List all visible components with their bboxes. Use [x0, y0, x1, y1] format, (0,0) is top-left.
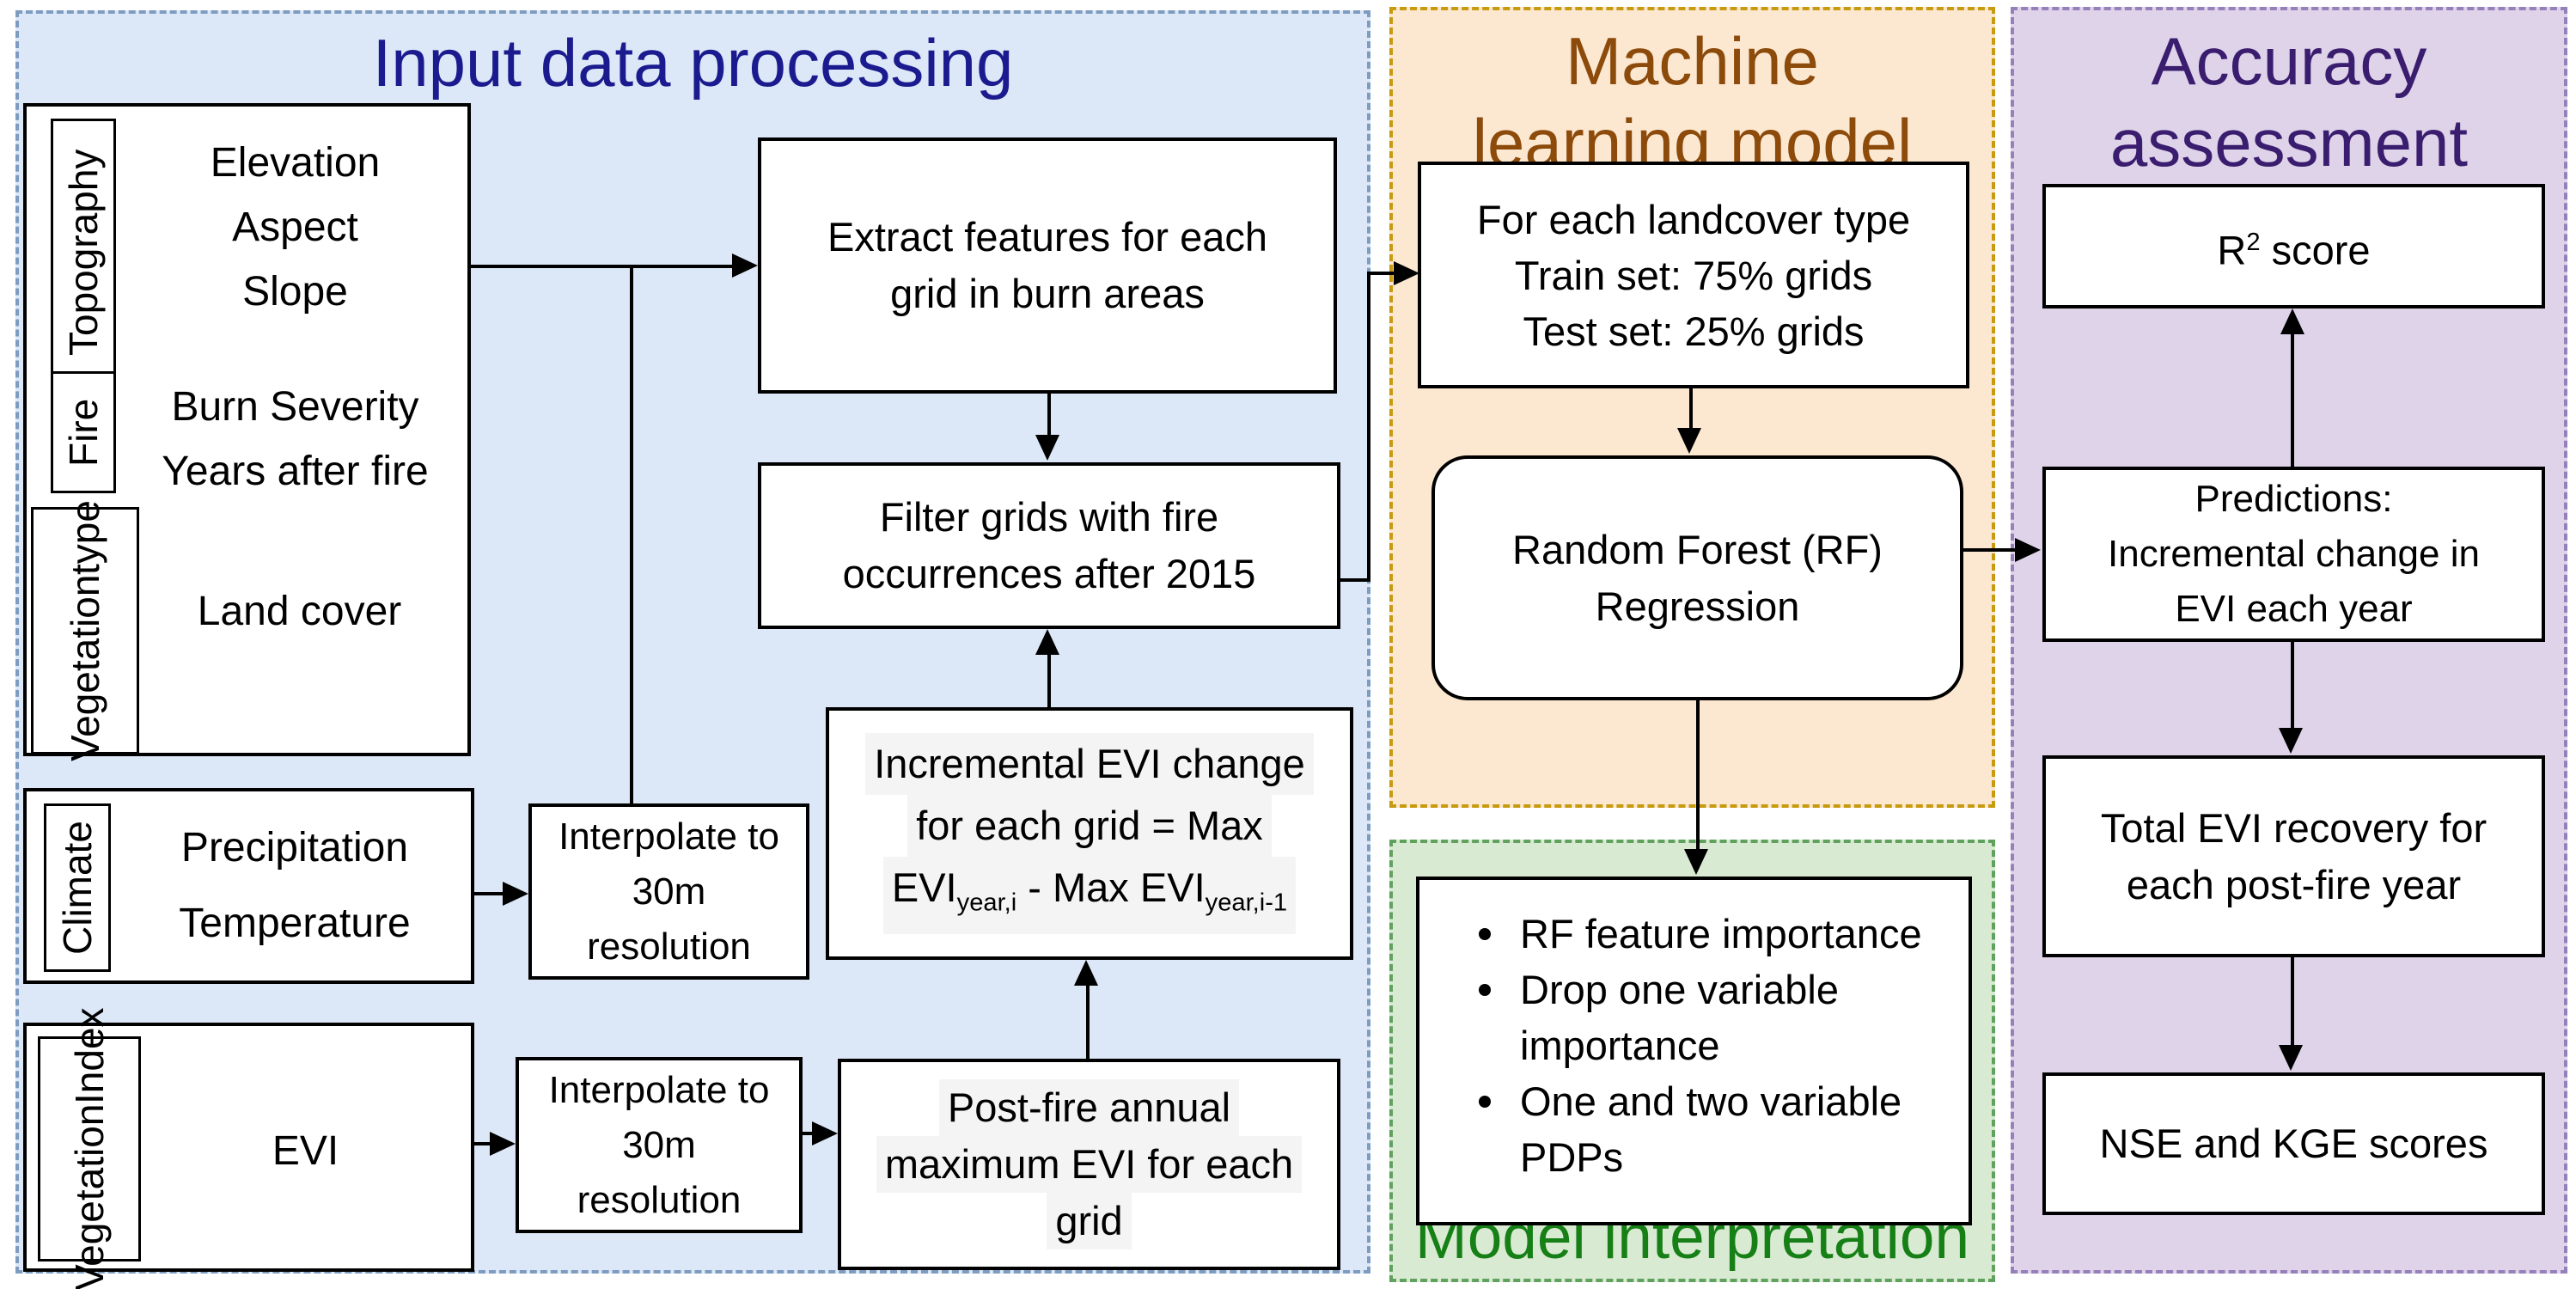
arrow-interpolate-to-postfire-line [799, 1132, 814, 1135]
interpretation-methods-box: RF feature importance Drop one variable … [1416, 877, 1972, 1225]
item-burn-severity: Burn Severity [171, 384, 419, 430]
total-evi-recovery-box: Total EVI recovery for each post-fire ye… [2042, 755, 2545, 957]
section-title-machine-learning-model: Machine learning model [1393, 21, 1992, 184]
connector-interpolate-climate-junction [630, 265, 633, 805]
climate-label: Climate [44, 803, 111, 972]
fire-label: Fire [51, 371, 116, 493]
topography-items: Elevation Aspect Slope [130, 131, 461, 324]
connector-filter-to-ml-h1 [1340, 578, 1370, 582]
landcover-train-test-box: For each landcover type Train set: 75% g… [1418, 162, 1969, 388]
fire-items: Burn Severity Years after fire [130, 375, 461, 504]
arrow-postfire-to-incremental-line [1086, 984, 1090, 1059]
climate-items: Precipitation Temperature [125, 810, 464, 962]
arrow-postfire-to-incremental-head [1074, 960, 1098, 986]
arrow-evi-to-interpolate-head [490, 1132, 516, 1156]
acc-title-line2: assessment [2109, 105, 2469, 181]
arrow-evi-to-interpolate-line [471, 1142, 491, 1145]
item-elevation: Elevation [210, 140, 381, 186]
ml-title-line1: Machine [1566, 23, 1819, 99]
section-title-accuracy-assessment: Accuracy assessment [2014, 21, 2564, 184]
arrow-predictions-to-recovery-head [2279, 728, 2303, 754]
bullet-drop-one-variable: Drop one variable importance [1467, 962, 1934, 1073]
bullet-rf-feature-importance: RF feature importance [1467, 906, 1922, 962]
incremental-evi-change-box: Incremental EVI change for each grid = M… [826, 707, 1353, 960]
extract-features-box: Extract features for each grid in burn a… [758, 137, 1337, 394]
interpolate-evi-box: Interpolate to 30m resolution [516, 1057, 803, 1233]
arrow-rf-to-interpretation-head [1684, 849, 1708, 875]
arrow-climate-to-interpolate-head [503, 882, 528, 906]
predictions-box: Predictions: Incremental change in EVI e… [2042, 467, 2545, 642]
connector-filter-to-ml-vertical [1367, 272, 1370, 582]
item-slope: Slope [242, 269, 348, 315]
arrow-rf-to-interpretation-line [1696, 700, 1700, 851]
item-aspect: Aspect [232, 205, 358, 250]
incremental-formula-line: EVIyear,i - Max EVIyear,i-1 [882, 857, 1297, 934]
section-title-input-data-processing: Input data processing [372, 25, 1014, 101]
arrow-filter-to-landcover-head [1394, 261, 1419, 285]
arrow-climate-to-interpolate-line [471, 892, 504, 895]
arrow-predictions-to-r2-head [2280, 309, 2304, 334]
nse-kge-box: NSE and KGE scores [2042, 1072, 2545, 1215]
arrow-extract-to-filter-head [1035, 435, 1059, 461]
connector-filter-to-ml-h2 [1367, 272, 1395, 275]
item-precipitation: Precipitation [180, 825, 409, 871]
input-sources-box: Topography Fire Vegetation type Elevatio… [23, 103, 471, 761]
vegetation-index-items: EVI [147, 1119, 464, 1183]
r2-score-text: R2 score [2217, 227, 2371, 273]
random-forest-box: Random Forest (RF) Regression [1431, 455, 1963, 700]
arrow-predictions-to-r2-line [2291, 333, 2294, 467]
item-temperature: Temperature [179, 901, 411, 946]
vegetation-type-label: Vegetation type [31, 500, 139, 761]
arrow-recovery-to-nse-head [2279, 1045, 2303, 1071]
arrow-incremental-to-filter-line [1047, 653, 1051, 707]
item-years-after-fire: Years after fire [162, 449, 429, 494]
vegetation-type-items: Land cover [138, 579, 461, 644]
arrow-sources-to-extract-line [471, 265, 734, 268]
arrow-landcover-to-rf-head [1677, 428, 1701, 454]
item-evi: EVI [272, 1128, 339, 1174]
arrow-extract-to-filter-line [1047, 394, 1051, 437]
acc-title-line1: Accuracy [2151, 23, 2427, 99]
arrow-sources-to-extract-head [732, 254, 758, 278]
arrow-rf-to-predictions-line [1963, 548, 2017, 552]
vegetation-index-label: Vegetation Index [38, 1007, 141, 1289]
arrow-interpolate-to-postfire-head [812, 1121, 838, 1145]
arrow-rf-to-predictions-head [2015, 538, 2041, 562]
arrow-incremental-to-filter-head [1035, 629, 1059, 655]
bullet-pdps: One and two variable PDPs [1467, 1073, 1934, 1185]
vegetation-index-box: Vegetation Index EVI [23, 1007, 474, 1289]
arrow-predictions-to-recovery-line [2291, 642, 2294, 730]
topography-label: Topography [51, 119, 116, 387]
r2-score-box: R2 score [2042, 184, 2545, 309]
postfire-max-evi-box: Post-fire annual maximum EVI for each gr… [838, 1059, 1340, 1270]
arrow-landcover-to-rf-line [1689, 388, 1693, 428]
interpolate-climate-box: Interpolate to 30m resolution [528, 803, 809, 980]
filter-grids-box: Filter grids with fire occurrences after… [758, 462, 1340, 629]
arrow-recovery-to-nse-line [2291, 957, 2294, 1047]
climate-box: Climate Precipitation Temperature [23, 788, 474, 984]
item-land-cover: Land cover [197, 589, 402, 634]
